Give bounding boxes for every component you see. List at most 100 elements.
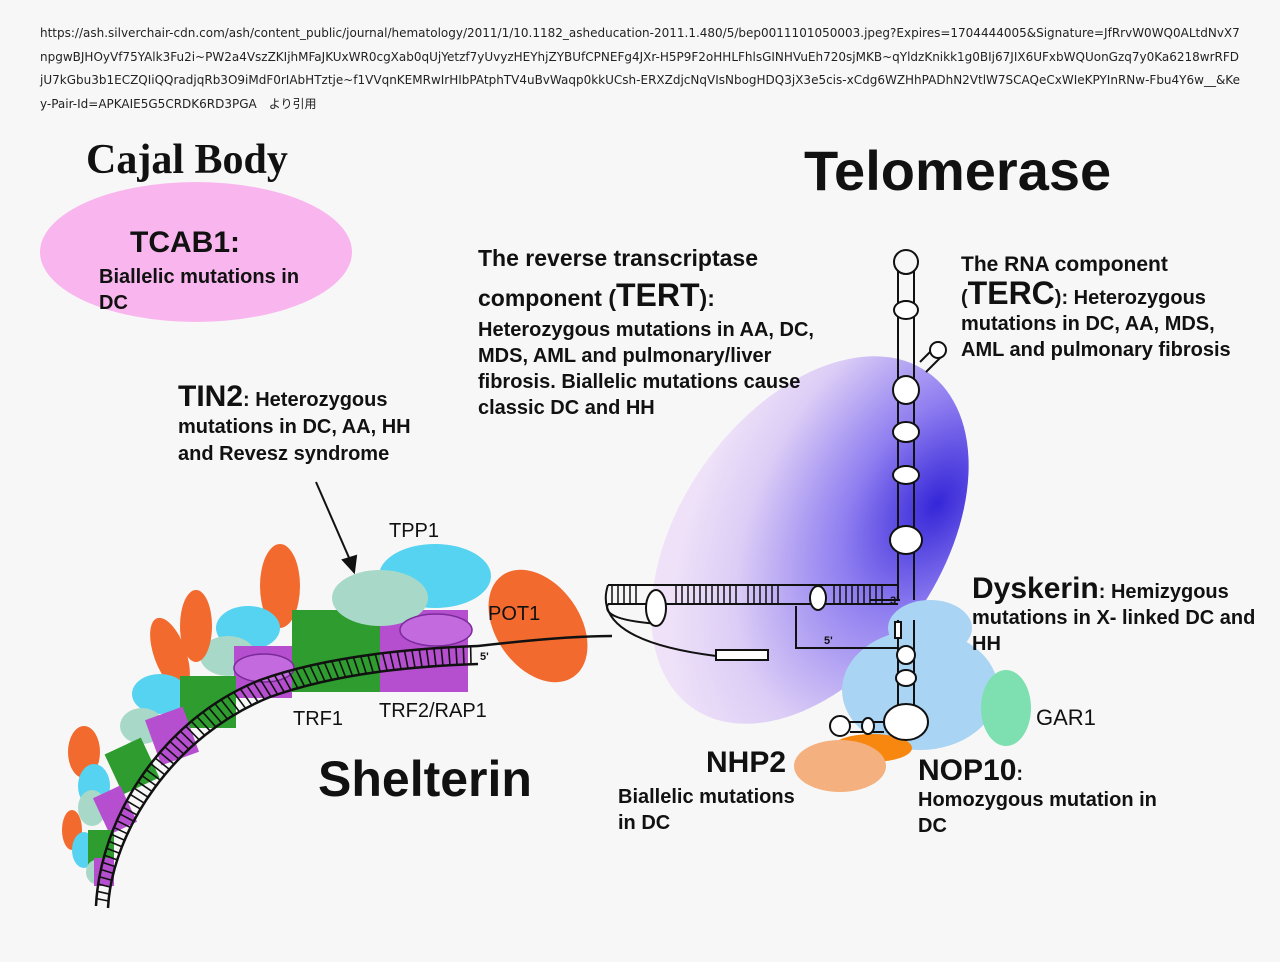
template-region (604, 584, 900, 661)
tin2-annotation: TIN2: Heterozygous mutations in DC, AA, … (178, 380, 448, 468)
dna-rung (174, 735, 190, 750)
dna-rung (164, 746, 180, 760)
dna-rung (403, 650, 409, 669)
tpp1-label: TPP1 (389, 520, 439, 542)
tin2-shape (332, 570, 428, 626)
terc-heading: The RNA component (961, 253, 1168, 276)
terc-annotation: The RNA component (TERC): Heterozygous m… (961, 250, 1251, 363)
dna-rung (352, 657, 361, 675)
dna-rung (99, 875, 112, 882)
source-citation: https://ash.silverchair-cdn.com/ash/cont… (40, 26, 1240, 111)
dna-rung (226, 695, 241, 713)
dna-rung (287, 670, 299, 689)
dna-rung (253, 682, 266, 700)
dna-rung (116, 819, 131, 829)
dna-rung (396, 651, 402, 670)
gar1-shape (981, 670, 1031, 746)
dna-rung (316, 663, 326, 682)
tert-heading-suffix: ): (699, 285, 715, 311)
tin2-name: TIN2 (178, 380, 244, 413)
dna-rung (185, 725, 200, 741)
nop10-annotation: NOP10: Homozygous mutation in DC (918, 756, 1168, 839)
dna-rung (133, 787, 149, 798)
dna-rung (111, 833, 125, 841)
dna-rung (220, 699, 234, 716)
dna-rung (159, 751, 175, 765)
dna-rung (345, 658, 354, 677)
terc-description: mutations in DC, AA, MDS, AML and pulmon… (961, 313, 1231, 361)
shelterin-repeats (62, 544, 300, 886)
dna-rung (119, 813, 135, 822)
nhp2-name: NHP2 (706, 746, 787, 779)
dna-rung (389, 652, 395, 671)
dna-rung (411, 649, 416, 668)
shelterin-title: Shelterin (318, 751, 532, 807)
dyskerin-description: mutations in X- linked DC and HH (972, 607, 1256, 655)
dna-rung (141, 775, 157, 787)
dna-rung (330, 660, 340, 679)
dna-rung (137, 781, 153, 793)
dyskerin-blob (842, 630, 998, 750)
dna-rung (126, 800, 141, 810)
nhp2-description: Biallelic mutations in DC (618, 786, 795, 834)
tin2-description: mutations in DC, AA, HH and Revesz syndr… (178, 416, 411, 465)
trf1-label: TRF1 (293, 708, 343, 730)
dyskerin-blob-top (888, 600, 972, 656)
tert-heading-line1: The reverse transcriptase (478, 245, 758, 271)
dna-rung (425, 648, 430, 667)
dna-rung (246, 685, 259, 703)
tin2-arrow (315, 481, 358, 575)
dna-rung (122, 806, 138, 816)
dna-rung (455, 646, 458, 665)
dna-rung (462, 646, 465, 665)
trf2-label: TRF2/RAP1 (379, 700, 487, 722)
tert-heading-prefix: component ( (478, 285, 616, 311)
dna-rung (154, 757, 170, 771)
dna-rung (433, 648, 437, 667)
cajal-body-title: Cajal Body (86, 137, 288, 183)
dyskerin-name: Dyskerin (972, 572, 1099, 605)
dna-rungs (96, 646, 472, 902)
dna-rung (179, 730, 195, 746)
dna-rung (266, 677, 279, 695)
nhp2-shape (794, 740, 886, 792)
tert-name: TERT (616, 277, 700, 313)
template-ticks (611, 585, 883, 604)
dna-rung (106, 847, 120, 855)
gar1-label: GAR1 (1036, 705, 1096, 730)
terc-paren: ( (961, 287, 968, 309)
dna-rung (113, 826, 128, 835)
terc-colon: ): (1054, 287, 1069, 309)
dna-rung (145, 769, 161, 781)
tert-description: Heterozygous mutations in AA, DC, MDS, A… (478, 319, 814, 419)
dna-rung (96, 897, 109, 902)
dna-rung (323, 662, 333, 681)
dna-rung (214, 703, 229, 720)
five-prime-label: 5' (480, 651, 489, 663)
dna-rung (280, 672, 292, 691)
dna-rung (196, 716, 211, 732)
dna-rung (294, 668, 306, 687)
dna-rung (104, 854, 118, 861)
terc-rna-structure (829, 249, 947, 741)
dna-rung (150, 763, 166, 776)
dna-rung (374, 653, 381, 672)
tin2-colon: : Heterozygous (243, 389, 388, 411)
dna-rung (447, 647, 451, 666)
dna-rung (202, 711, 217, 728)
dna-rung (309, 665, 319, 684)
tcab1-name: TCAB1: (130, 226, 240, 259)
dyskerin-annotation: Dyskerin: Hemizygous mutations in X- lin… (972, 574, 1262, 657)
nop10-name: NOP10 (918, 754, 1017, 787)
trf2-inner (399, 613, 473, 647)
dna-rung (102, 861, 116, 868)
pot1-label: POT1 (488, 603, 540, 625)
terc-name: TERC (967, 275, 1055, 311)
five-prime-label-terc: 5' (824, 635, 833, 647)
dna-rung (208, 707, 223, 724)
dna-rung (359, 655, 368, 674)
dna-rung (381, 653, 388, 671)
nop10-colon: : (1016, 763, 1024, 785)
dna-rung (367, 654, 374, 673)
